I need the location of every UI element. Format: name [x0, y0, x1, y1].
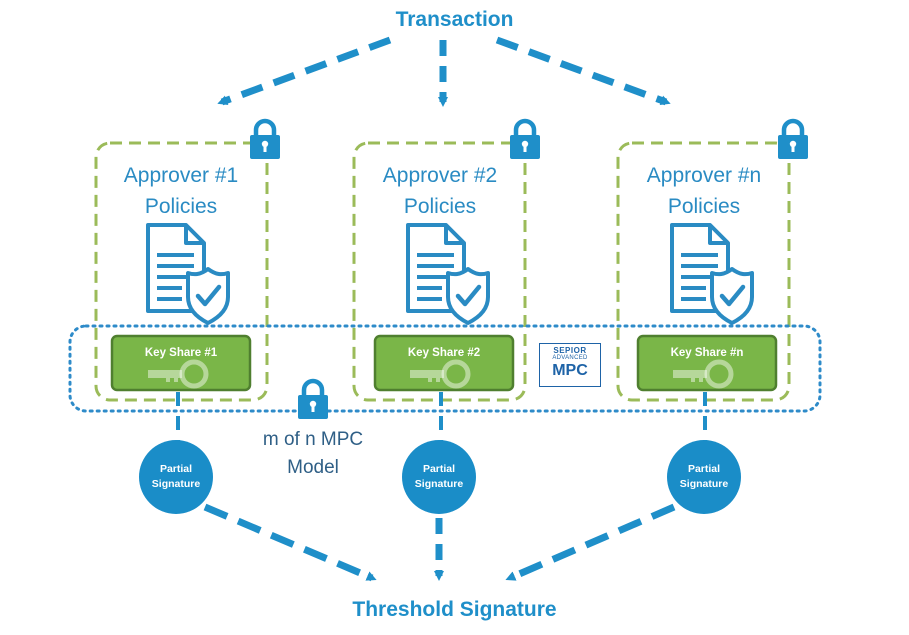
- sepior-mpc-logo: SEPIOR ADVANCED MPC: [539, 343, 601, 387]
- mpc-dotted-container: [68, 324, 822, 413]
- document-shield-icon: [408, 225, 488, 323]
- approver-2-label: Approver #2 Policies: [345, 160, 535, 222]
- partial-signature-1-circle: [139, 440, 213, 514]
- logo-line2: ADVANCED: [552, 355, 588, 361]
- partial-signature-2-line2: Signature: [414, 478, 464, 490]
- key-share-2-label: Key Share #2: [407, 347, 481, 359]
- partial-signature-n-label: Partial Signature: [664, 462, 744, 492]
- mpc-model-label: m of n MPC Model: [238, 426, 388, 482]
- key-share-2-box: [373, 334, 515, 392]
- approver-n-name: Approver #n: [646, 164, 762, 187]
- key-share-1-box: [110, 334, 252, 392]
- document-shield-icon: [672, 225, 752, 323]
- approver-1-policies: Policies: [144, 195, 218, 218]
- approver-2-policies: Policies: [403, 195, 477, 218]
- approver-n-label: Approver #n Policies: [609, 160, 799, 222]
- lock-icon: [510, 121, 540, 159]
- approver-n-policies: Policies: [667, 195, 741, 218]
- partial-signature-2-label: Partial Signature: [399, 462, 479, 492]
- logo-line1: SEPIOR: [553, 346, 587, 355]
- transaction-title: Transaction: [395, 8, 514, 31]
- partial-signature-n-line2: Signature: [679, 478, 729, 490]
- arrow-from-partial-1: [203, 503, 377, 582]
- approver-1-name: Approver #1: [123, 164, 239, 187]
- lock-icon: [298, 381, 328, 419]
- arrow-to-approver-1: [217, 36, 392, 106]
- key-share-n-label: Key Share #n: [670, 347, 744, 359]
- partial-signature-1-line1: Partial: [159, 463, 193, 475]
- document-shield-icon: [148, 225, 228, 323]
- key-share-n-box: [636, 334, 778, 392]
- lock-icon: [250, 121, 280, 159]
- logo-line3: MPC: [552, 362, 588, 379]
- partial-signature-2-line1: Partial: [422, 463, 456, 475]
- approver-2-box: [352, 141, 527, 402]
- approver-1-box: [94, 141, 269, 402]
- key-share-1-label: Key Share #1: [144, 347, 218, 359]
- partial-signature-n-line1: Partial: [687, 463, 721, 475]
- approver-2-name: Approver #2: [382, 164, 498, 187]
- arrow-to-approver-n: [495, 36, 671, 106]
- threshold-signature-title: Threshold Signature: [352, 598, 557, 621]
- lock-icon: [778, 121, 808, 159]
- approver-1-label: Approver #1 Policies: [86, 160, 276, 222]
- partial-signature-n-circle: [667, 440, 741, 514]
- arrow-from-partial-n: [505, 503, 676, 582]
- approver-n-box: [616, 141, 791, 402]
- partial-signature-2-circle: [402, 440, 476, 514]
- mpc-model-line1: m of n MPC: [262, 429, 364, 450]
- mpc-model-line2: Model: [287, 457, 339, 478]
- partial-signature-1-line2: Signature: [151, 478, 201, 490]
- partial-signature-1-label: Partial Signature: [136, 462, 216, 492]
